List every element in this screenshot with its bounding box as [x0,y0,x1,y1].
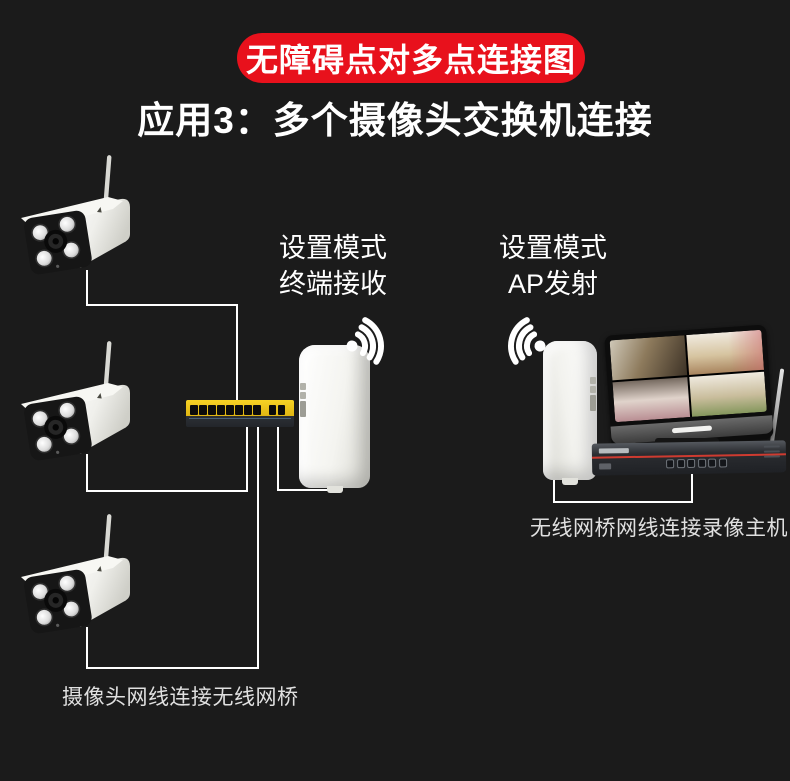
rj45-uplink-port [268,405,276,415]
camera-feed-4 [689,371,767,417]
rj45-port [217,405,225,415]
network-switch [186,400,294,427]
rj45-port [190,405,198,415]
bridge-foot [562,478,578,485]
monitor-screen [609,329,767,423]
cable-bridge-drop [552,480,555,503]
mode-ap-line1: 设置模式 [499,233,607,263]
rj45-port [226,405,234,415]
cable-cam3-drop [85,627,88,669]
switch-ports [190,405,285,415]
bullet-camera-icon-1 [18,148,133,276]
page-title: 应用3：多个摄像头交换机连接 [137,100,653,141]
nvr-vents [763,445,781,458]
cable-switch-run [276,489,334,491]
wifi-signal-icon-left [338,306,412,380]
camera-feed-3 [612,376,691,423]
cable-nvr-drop [691,472,693,503]
rj45-port [253,405,261,415]
rj45-port [244,405,252,415]
cable-cam3-to-switch [256,427,259,669]
nvr-monitor [604,324,774,450]
mode-receiver-line2: 终端接收 [279,269,387,299]
camera-feed-2 [686,329,764,376]
wifi-signal-icon-right [480,306,554,380]
bullet-camera-icon-3 [18,507,133,635]
mode-ap-line2: AP发射 [507,269,599,299]
bridge-foot [326,486,343,493]
cable-bridge-run [552,501,693,503]
wireless-bridge-ap [543,341,597,485]
rj45-port [199,405,207,415]
monitor-badge [671,425,713,434]
rj45-port [208,405,216,415]
header-badge-label: 无障碍点对多点连接图 [245,42,576,78]
mode-receiver-line1: 设置模式 [279,233,387,263]
rj45-port [235,405,243,415]
header-badge: 无障碍点对多点连接图 [237,33,585,83]
bridge-connector-detail [590,377,596,411]
camera-feed-1 [609,335,688,381]
caption-cameras-to-bridge: 摄像头网线连接无线网桥 [62,686,299,709]
cable-cam2-run [85,490,248,492]
bullet-camera-icon-2 [18,334,133,462]
cable-cam1-drop [85,270,88,306]
cable-cam1-to-switch [236,304,238,404]
cable-cam3-run [85,667,259,669]
mode-label-receiver: 设置模式 终端接收 [268,230,398,302]
caption-bridge-to-recorder: 无线网桥网线连接录像主机 [530,517,788,540]
switch-led-strip [189,417,291,419]
cable-cam1-run [85,304,238,306]
nvr-front-buttons [666,458,727,469]
nvr-emblem [599,463,612,470]
nvr-brand-logo [598,448,629,454]
wireless-bridge-receiver [299,345,370,493]
cable-cam2-drop [85,454,88,492]
mode-label-ap: 设置模式 AP发射 [488,230,618,302]
rj45-uplink-port [277,405,285,415]
cable-switch-drop [276,427,279,491]
nvr-recorder-box [591,440,787,476]
nvr-red-stripe [591,453,786,459]
cable-cam2-to-switch [245,427,248,492]
bridge-connector-detail [300,383,306,417]
